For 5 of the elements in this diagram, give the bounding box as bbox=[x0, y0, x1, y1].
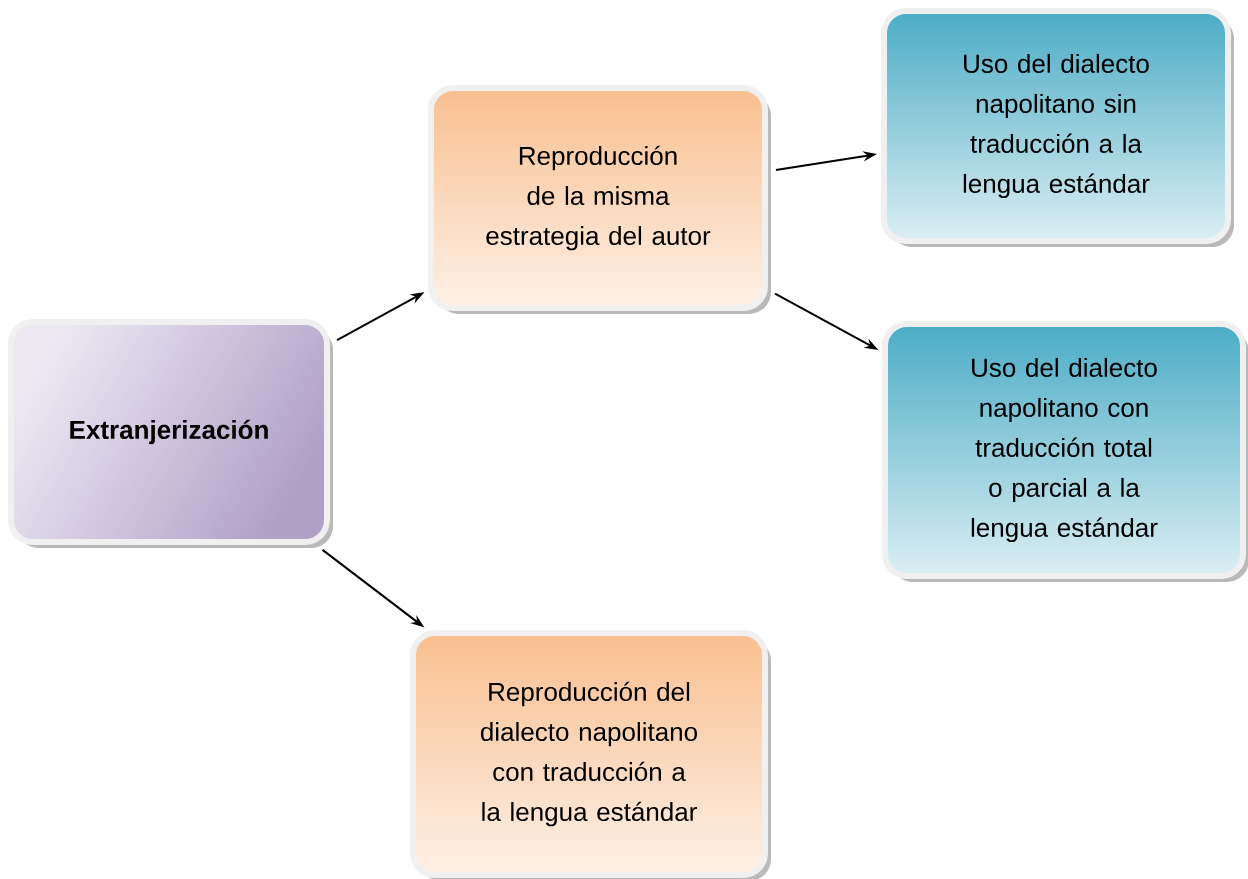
process-box: Reproducción del dialecto napolitano con traducción a la lengua estándar bbox=[410, 630, 771, 879]
process-box: Uso del dialecto napolitano sin traducción a la lengua estándar bbox=[881, 8, 1234, 247]
process-box: Extranjerización bbox=[8, 319, 333, 548]
process-box: Reproducción de la misma estrategia del autor bbox=[428, 85, 771, 314]
process-box: Uso del dialecto napolitano con traducción total o parcial a la lengua estándar bbox=[882, 321, 1248, 582]
